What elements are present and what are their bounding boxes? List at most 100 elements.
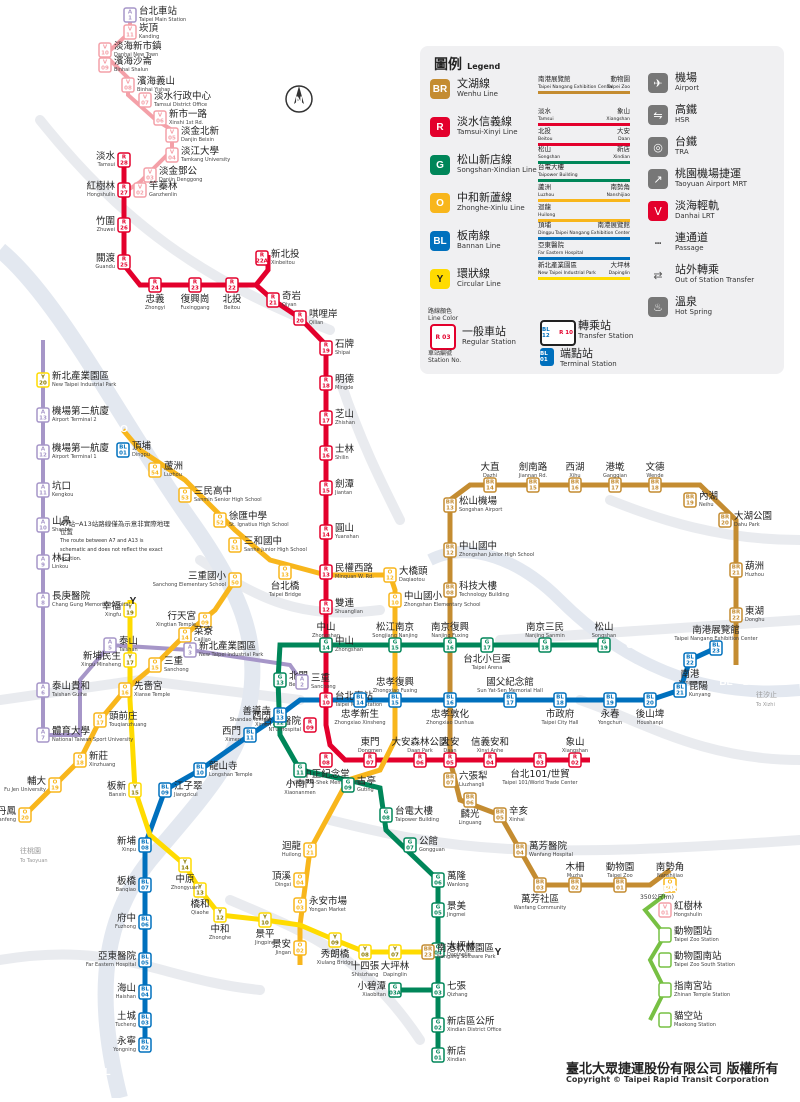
station-danfeng-o[interactable]: O20丹鳳Danfeng xyxy=(0,806,32,823)
